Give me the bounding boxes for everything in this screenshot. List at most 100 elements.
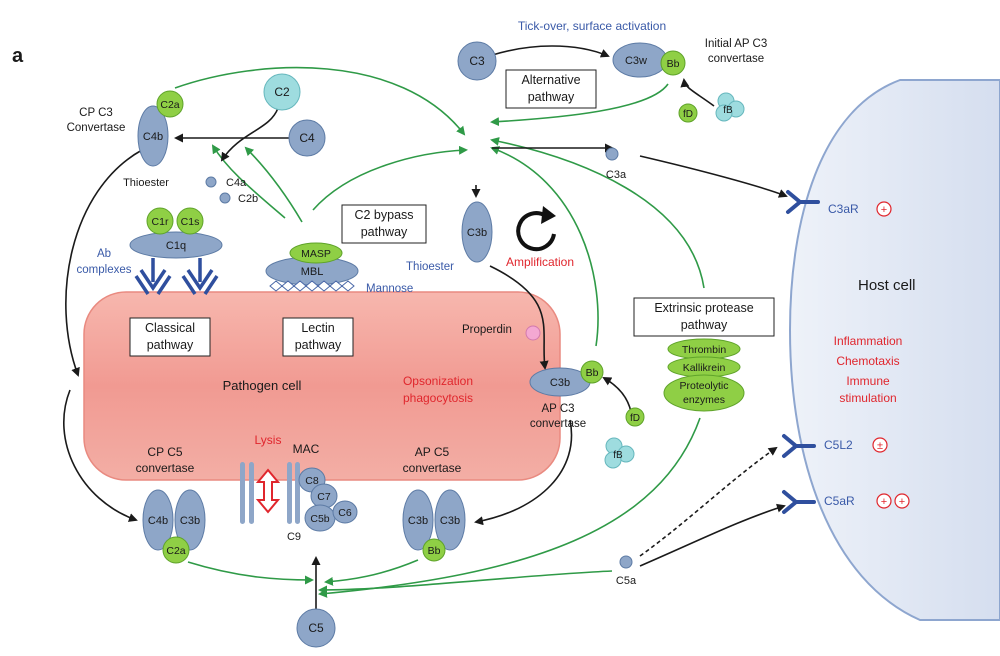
arrow-lectin-to-c3 bbox=[312, 145, 468, 211]
arrow-cp-c3-to-c3 bbox=[174, 66, 466, 136]
opsonization-label: Opsonization bbox=[403, 374, 473, 388]
fb-node-ap bbox=[604, 437, 635, 469]
mannose-label: Mannose bbox=[366, 283, 413, 295]
c5l2-sign: ± bbox=[877, 440, 883, 452]
arrow-c3a-to-c3ar bbox=[639, 155, 788, 198]
c9-pore-2 bbox=[295, 462, 300, 524]
fb-label-ap: fB bbox=[613, 450, 623, 461]
ab-complexes-label: complexes bbox=[77, 264, 132, 276]
c7-label: C7 bbox=[317, 491, 331, 503]
c1s-label: C1s bbox=[181, 216, 200, 228]
c3b-label-ap-c5-2: C3b bbox=[440, 515, 460, 527]
c3b-label-center: C3b bbox=[467, 227, 487, 239]
c6-label: C6 bbox=[338, 507, 352, 519]
bb-label-initial: Bb bbox=[667, 58, 680, 70]
arrow-ap-c3-to-ap-c5 bbox=[474, 419, 573, 526]
bb-node-initial bbox=[660, 50, 686, 76]
c4a-label: C4a bbox=[226, 177, 247, 189]
arrow-initial-ap-to-c3 bbox=[490, 83, 669, 127]
c1r-label: C1r bbox=[152, 216, 169, 228]
fd-node-top bbox=[678, 103, 698, 123]
cp-c3-label-2: Convertase bbox=[67, 122, 126, 134]
effect-stimulation: stimulation bbox=[839, 391, 896, 405]
masp-node bbox=[289, 242, 343, 264]
bb-label-c5: Bb bbox=[428, 545, 441, 557]
thioester-label-center: Thioester bbox=[406, 261, 454, 273]
c5a-label: C5a bbox=[616, 575, 637, 587]
classical-pathway-subtitle: pathway bbox=[147, 338, 194, 352]
c3-label: C3 bbox=[469, 54, 485, 68]
c3b-node-cp-c5 bbox=[174, 489, 206, 551]
c4b-label-top: C4b bbox=[143, 131, 163, 143]
arrow-ap-c3-to-c3 bbox=[490, 146, 599, 347]
effect-chemotaxis: Chemotaxis bbox=[836, 354, 899, 368]
bb-node-c5 bbox=[422, 538, 446, 562]
arrow-fb-to-bb bbox=[680, 78, 715, 107]
c2-bypass-title: C2 bypass bbox=[354, 208, 413, 222]
c2-label: C2 bbox=[274, 85, 290, 99]
proteolytic-label: Proteolytic bbox=[679, 380, 728, 392]
c4b-node-top bbox=[137, 105, 169, 167]
alternative-pathway-subtitle: pathway bbox=[528, 90, 575, 104]
c3ar-receptor-icon bbox=[786, 190, 820, 214]
c3ar-sign: + bbox=[881, 204, 887, 216]
lectin-pathway-subtitle: pathway bbox=[295, 338, 342, 352]
arrow-extrinsic-to-c5 bbox=[318, 417, 701, 598]
arrow-ap-c5-to-c5 bbox=[324, 559, 419, 586]
proteolytic-enzymes-node bbox=[663, 374, 745, 412]
arrow-c2-cleavage bbox=[220, 107, 279, 162]
c4b-node-c5 bbox=[142, 489, 174, 551]
arrow-c3-to-c3w bbox=[477, 45, 610, 61]
c3b-node-center bbox=[461, 201, 493, 263]
masp-label: MASP bbox=[301, 248, 331, 260]
ap-c5-label: AP C5 bbox=[415, 445, 450, 459]
c8-label: C8 bbox=[305, 475, 319, 487]
c5ar-sign-circle-2 bbox=[894, 493, 910, 509]
amplification-arrowhead-icon bbox=[541, 206, 556, 224]
c2b-node bbox=[219, 192, 231, 204]
c5-node bbox=[296, 608, 336, 648]
lectin-pathway-box: Lectin pathway bbox=[282, 317, 354, 357]
thioester-label-left: Thioester bbox=[123, 177, 169, 189]
ap-c5-label-2: convertase bbox=[403, 461, 462, 475]
cp-c5-label: CP C5 bbox=[147, 445, 182, 459]
fb-label-top: fB bbox=[723, 105, 733, 116]
c3ar-sign-circle bbox=[876, 201, 892, 217]
c2a-label-c5: C2a bbox=[166, 545, 185, 557]
mac-label: MAC bbox=[293, 442, 320, 456]
c5ar-sign-1: + bbox=[881, 496, 887, 508]
c2-bypass-subtitle: pathway bbox=[361, 225, 408, 239]
c2a-node-c5 bbox=[162, 536, 190, 564]
c3a-label: C3a bbox=[606, 169, 627, 181]
c3w-label: C3w bbox=[625, 55, 647, 67]
properdin-label: Properdin bbox=[462, 324, 512, 336]
classical-pathway-title: Classical bbox=[145, 321, 195, 335]
c5l2-receptor-icon bbox=[782, 434, 816, 458]
c2b-label: C2b bbox=[238, 193, 258, 205]
lysis-label: Lysis bbox=[255, 433, 282, 447]
amplification-icon bbox=[516, 211, 556, 252]
fd-node-ap bbox=[625, 407, 645, 427]
tickover-label: Tick-over, surface activation bbox=[518, 19, 666, 33]
properdin-node bbox=[525, 325, 541, 341]
ap-c3-label: AP C3 bbox=[541, 403, 574, 415]
c5ar-label: C5aR bbox=[824, 494, 855, 508]
arrow-c5a-to-c5l2 bbox=[639, 446, 778, 557]
c4a-node bbox=[205, 176, 217, 188]
c5ar-sign-circle-1 bbox=[876, 493, 892, 509]
initial-ap-label: Initial AP C3 bbox=[705, 38, 767, 50]
lectin-pathway-title: Lectin bbox=[301, 321, 334, 335]
cp-c3-label: CP C3 bbox=[79, 107, 113, 119]
antibody-icon-2 bbox=[181, 258, 219, 295]
c1s-node bbox=[176, 207, 204, 235]
effect-immune: Immune bbox=[846, 374, 890, 388]
c5l2-label: C5L2 bbox=[824, 438, 853, 452]
c3b-label-ap: C3b bbox=[550, 377, 570, 389]
arrow-c5a-to-c5ar bbox=[639, 503, 786, 567]
c5l2-sign-circle bbox=[872, 437, 888, 453]
effect-inflammation: Inflammation bbox=[834, 334, 903, 348]
extrinsic-pathway-subtitle: pathway bbox=[681, 318, 728, 332]
arrow-cp-c5-to-c5 bbox=[187, 561, 314, 585]
arrow-cp-c3-to-c5 bbox=[65, 149, 143, 377]
